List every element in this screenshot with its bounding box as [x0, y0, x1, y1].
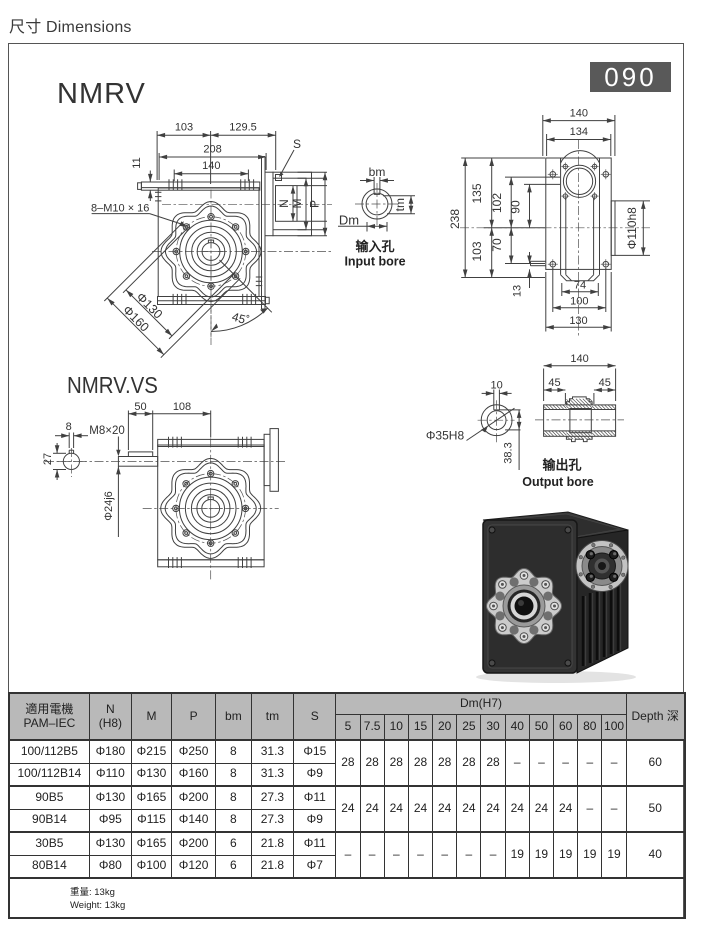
svg-text:129.5: 129.5 [229, 122, 257, 134]
svg-text:P: P [308, 200, 322, 208]
svg-text:100: 100 [570, 295, 588, 307]
svg-text:70: 70 [490, 238, 504, 252]
svg-text:45: 45 [548, 377, 560, 389]
svg-text:8: 8 [66, 421, 72, 433]
svg-text:Φ110h8: Φ110h8 [625, 207, 639, 249]
svg-text:8–M10 × 16: 8–M10 × 16 [91, 203, 149, 215]
svg-text:11: 11 [131, 157, 143, 168]
svg-text:N: N [277, 199, 291, 208]
svg-text:45: 45 [599, 377, 611, 389]
svg-text:103: 103 [470, 241, 484, 261]
svg-text:13: 13 [512, 285, 524, 297]
svg-text:27: 27 [42, 453, 54, 465]
svg-text:M8×20: M8×20 [89, 425, 124, 437]
svg-text:108: 108 [173, 401, 191, 413]
svg-text:134: 134 [570, 126, 588, 138]
svg-text:135: 135 [470, 183, 484, 203]
svg-text:tm: tm [393, 198, 407, 211]
svg-text:45˚: 45˚ [230, 310, 251, 328]
svg-text:90: 90 [509, 200, 523, 214]
svg-text:38.3: 38.3 [503, 442, 515, 463]
svg-text:Φ35H8: Φ35H8 [426, 429, 465, 443]
svg-text:输出孔: 输出孔 [542, 458, 581, 473]
svg-text:Input bore: Input bore [344, 255, 405, 269]
svg-text:130: 130 [569, 315, 587, 327]
svg-text:Dm: Dm [339, 213, 359, 228]
svg-text:输入孔: 输入孔 [355, 239, 394, 254]
svg-text:10: 10 [490, 380, 502, 392]
svg-text:140: 140 [570, 108, 588, 120]
svg-text:238: 238 [448, 209, 462, 229]
svg-text:50: 50 [134, 401, 146, 413]
svg-text:103: 103 [175, 122, 193, 134]
svg-text:74: 74 [574, 279, 586, 291]
svg-text:140: 140 [202, 160, 220, 172]
svg-text:102: 102 [490, 193, 504, 213]
svg-text:Φ24j6: Φ24j6 [103, 491, 115, 521]
svg-text:M: M [290, 199, 304, 209]
svg-text:Output bore: Output bore [522, 475, 594, 489]
svg-text:208: 208 [203, 144, 221, 156]
svg-text:bm: bm [369, 165, 386, 179]
svg-text:140: 140 [570, 353, 588, 365]
svg-text:S: S [293, 137, 301, 151]
